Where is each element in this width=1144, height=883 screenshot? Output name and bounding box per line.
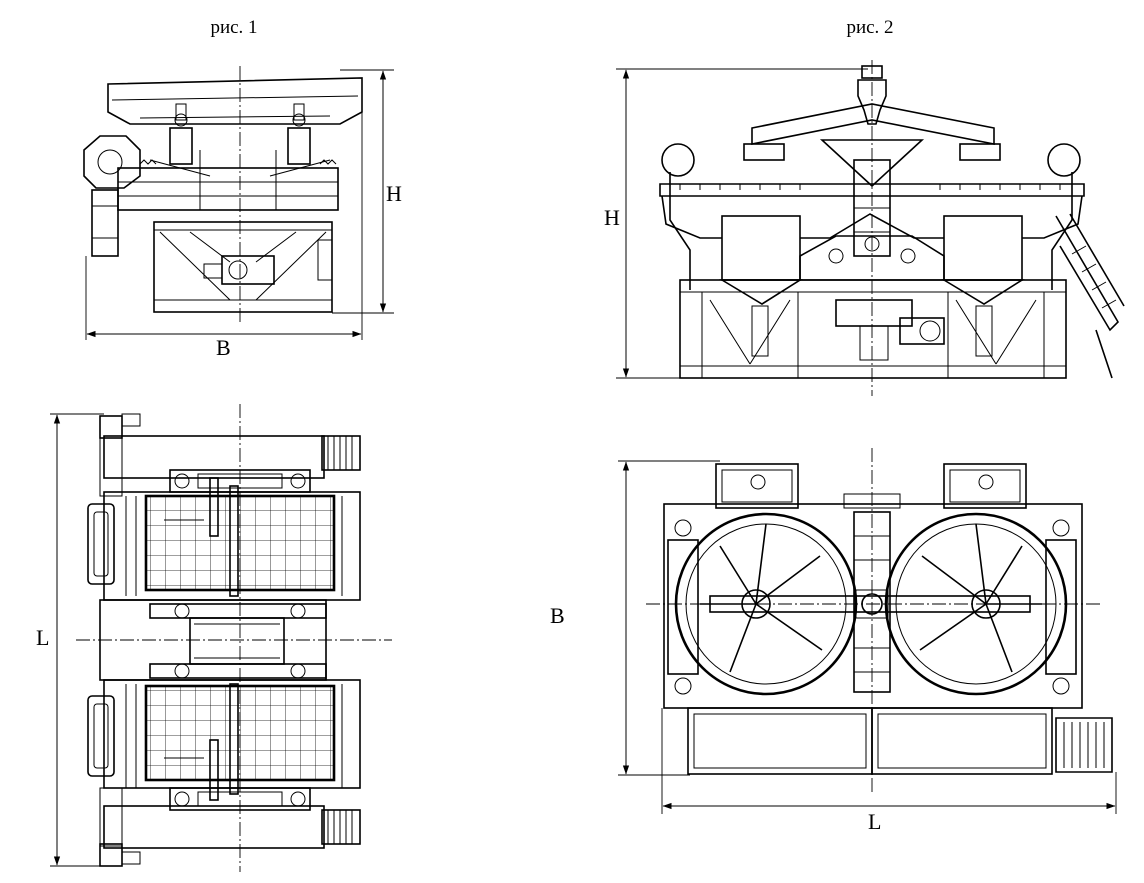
fig2-front-view: H — [604, 60, 1125, 396]
fig1-dim-length-label: L — [36, 625, 49, 650]
fig2-dim-height-label: H — [604, 205, 620, 230]
fig1-front-view: H B — [83, 66, 402, 360]
fig1-dim-width-label: B — [216, 335, 231, 360]
fig2-caption: рис. 2 — [846, 17, 893, 38]
fig2-plan-view: B L — [550, 448, 1117, 834]
fig1-plan-view: L — [36, 404, 392, 872]
fig2-dim-width-label: B — [550, 603, 565, 628]
fig1-dim-height-label: H — [386, 181, 402, 206]
fig1-caption: рис. 1 — [210, 17, 257, 38]
fig2-dim-length-label: L — [868, 809, 881, 834]
